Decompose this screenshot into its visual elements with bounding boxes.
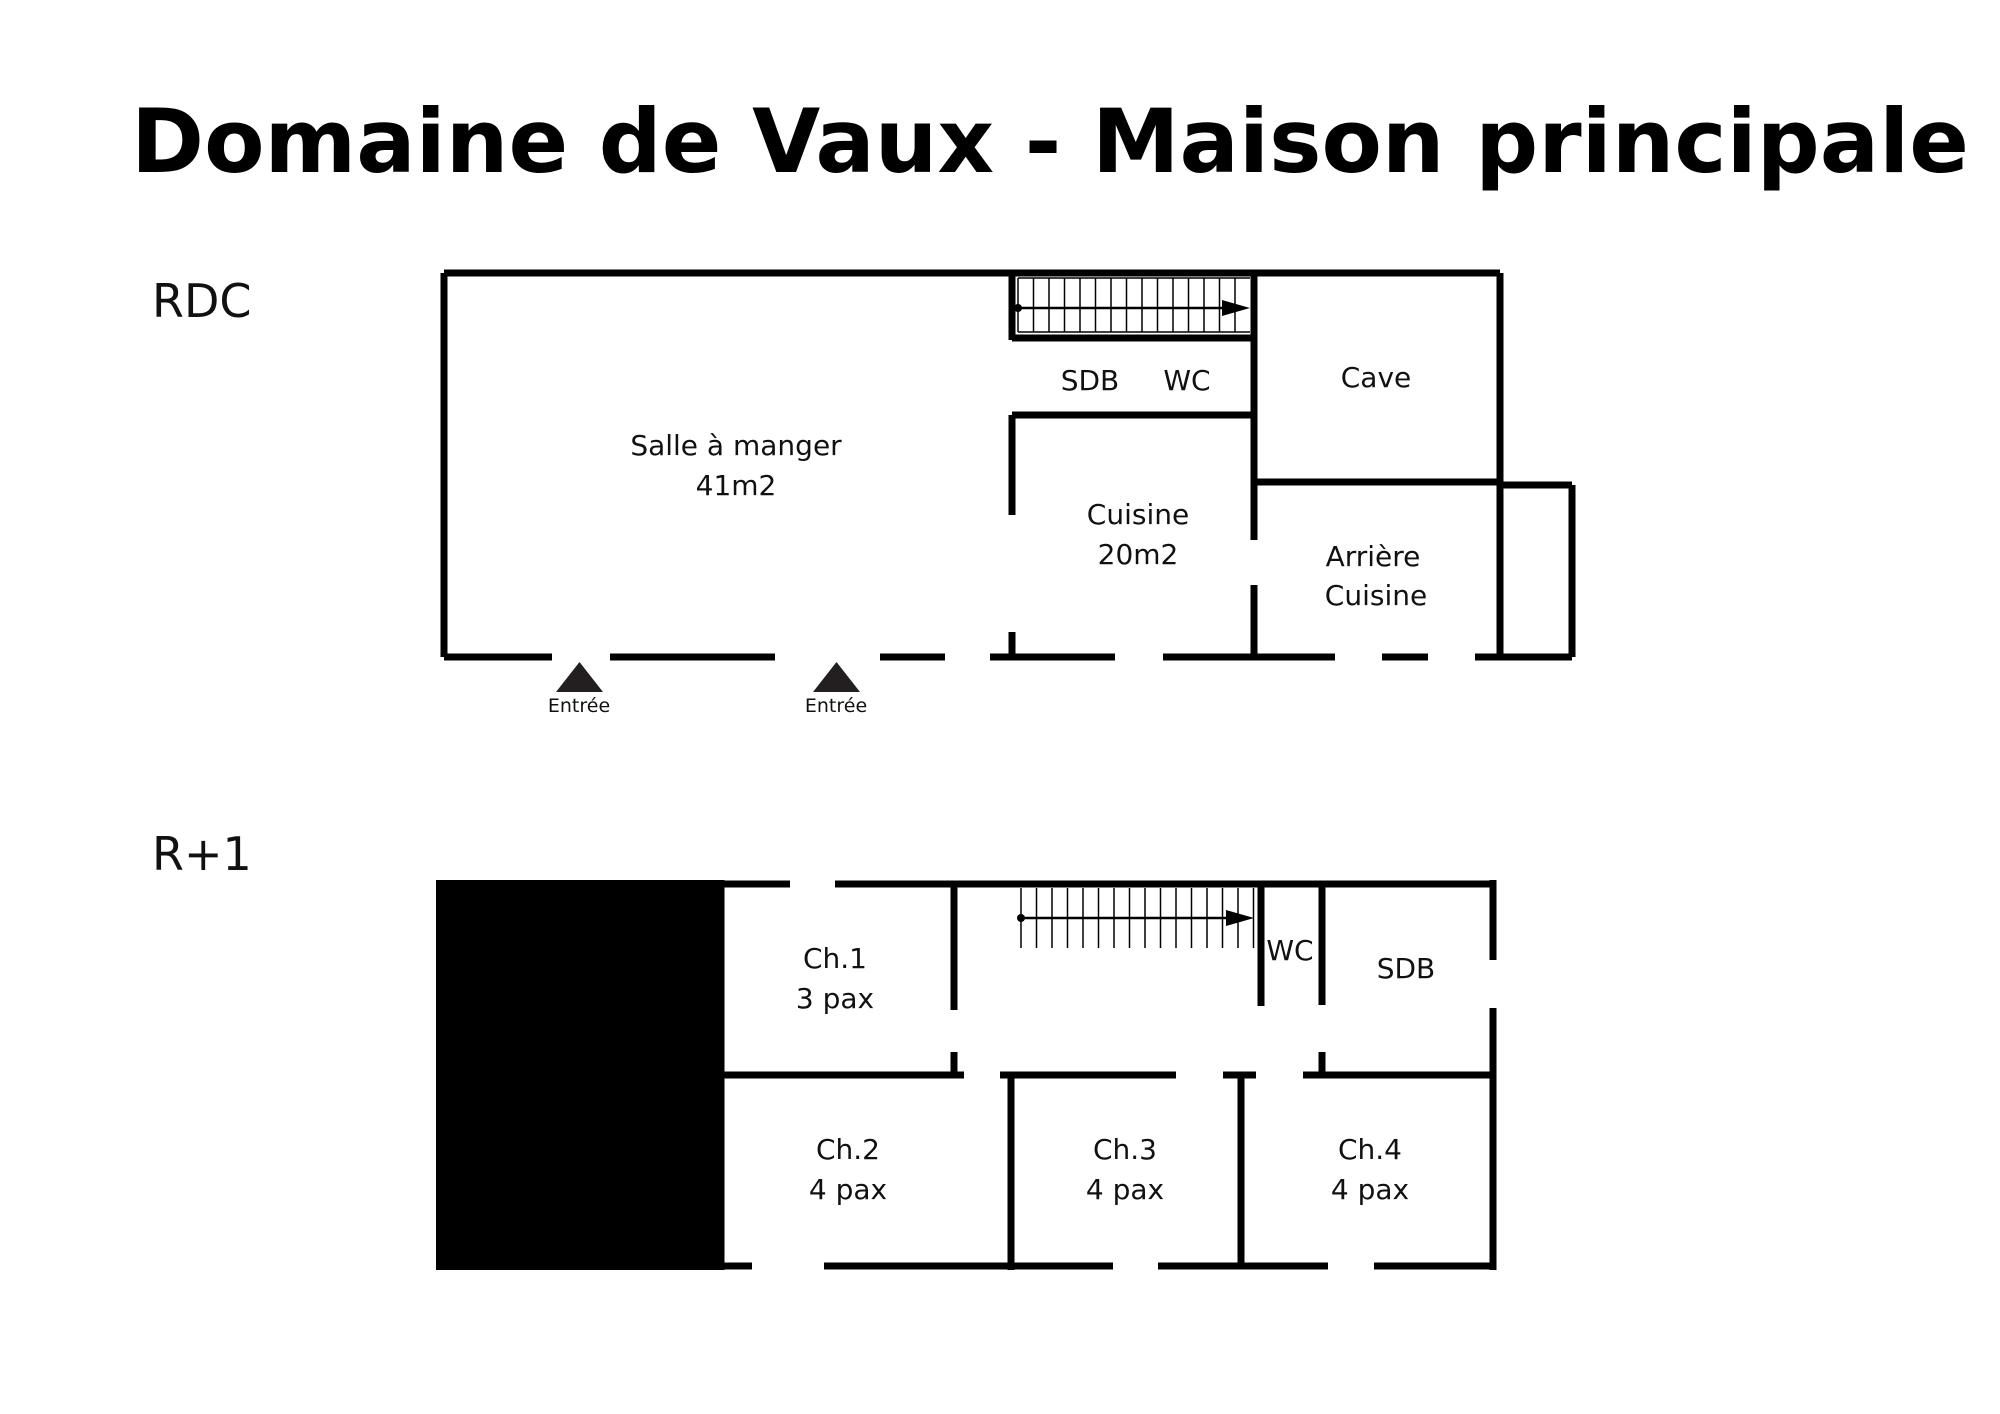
room-capacity: 4 pax xyxy=(1331,1173,1409,1206)
room-name: Salle à manger xyxy=(630,429,842,462)
entrance-label: Entrée xyxy=(548,695,610,717)
rdc-room-cuisine: Cuisine 20m2 xyxy=(1087,498,1189,571)
entrance-label: Entrée xyxy=(805,695,867,717)
r1-walls xyxy=(717,880,1497,1270)
r1-room-ch4: Ch.4 4 pax xyxy=(1331,1133,1409,1206)
r1-staircase xyxy=(1017,888,1255,948)
entrance-2: Entrée xyxy=(805,662,867,717)
rdc-walls xyxy=(440,269,1576,661)
stair-dot xyxy=(1014,304,1022,312)
floor-label-r1: R+1 xyxy=(152,827,252,881)
r1-room-ch2: Ch.2 4 pax xyxy=(809,1133,887,1206)
rdc-room-wc: WC xyxy=(1163,364,1210,397)
rdc-room-cave: Cave xyxy=(1341,361,1412,394)
room-name: Ch.3 xyxy=(1093,1133,1157,1166)
stair-arrow-head xyxy=(1222,300,1250,316)
room-name: Arrière xyxy=(1326,540,1421,573)
r1-room-sdb: SDB xyxy=(1377,952,1436,985)
room-name: Ch.1 xyxy=(803,942,867,975)
rdc-room-sdb: SDB xyxy=(1061,364,1120,397)
room-name: Ch.4 xyxy=(1338,1133,1402,1166)
room-capacity: 4 pax xyxy=(809,1173,887,1206)
room-capacity: 3 pax xyxy=(796,982,874,1015)
r1-room-ch1: Ch.1 3 pax xyxy=(796,942,874,1015)
room-name-2: Cuisine xyxy=(1325,579,1427,612)
stair-dot xyxy=(1017,914,1025,922)
room-capacity: 4 pax xyxy=(1086,1173,1164,1206)
rdc-room-salle: Salle à manger 41m2 xyxy=(630,429,842,502)
page-title: Domaine de Vaux - Maison principale xyxy=(131,90,1969,193)
entrance-triangle-icon xyxy=(556,662,603,692)
entrance-triangle-icon xyxy=(813,662,860,692)
entrance-1: Entrée xyxy=(548,662,610,717)
r1-room-ch3: Ch.3 4 pax xyxy=(1086,1133,1164,1206)
unused-block xyxy=(436,880,721,1270)
room-area: 41m2 xyxy=(696,469,777,502)
floor-label-rdc: RDC xyxy=(152,274,252,328)
r1-room-wc: WC xyxy=(1266,934,1313,967)
room-name: Ch.2 xyxy=(816,1133,880,1166)
room-area: 20m2 xyxy=(1098,538,1179,571)
stair-arrow-head xyxy=(1226,910,1254,926)
room-name: Cuisine xyxy=(1087,498,1189,531)
rdc-staircase xyxy=(1014,277,1250,333)
rdc-room-arriere-cuisine: Arrière Cuisine xyxy=(1325,540,1427,612)
